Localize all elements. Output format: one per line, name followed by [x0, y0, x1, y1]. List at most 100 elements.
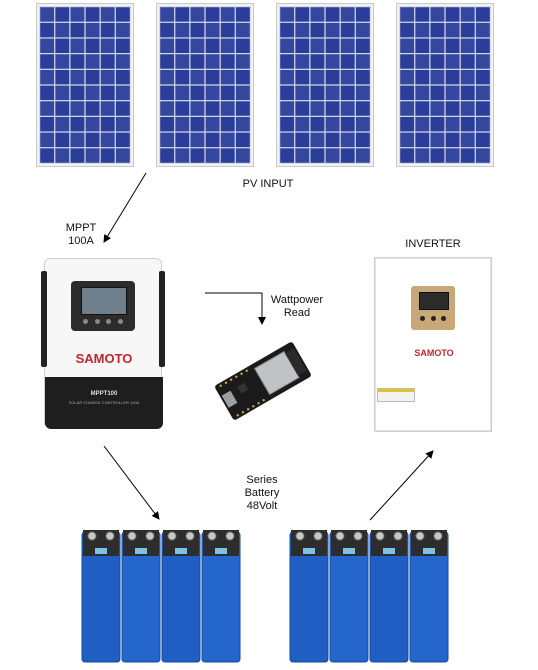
pv-cell	[190, 69, 205, 85]
pv-cell	[220, 85, 235, 101]
pv-cell	[445, 116, 460, 132]
series-battery-label: Series Battery 48Volt	[232, 474, 292, 513]
pv-cell	[295, 22, 310, 38]
pv-cell	[115, 69, 130, 85]
pv-cell	[355, 69, 370, 85]
pv-cell	[280, 69, 295, 85]
pv-cell	[280, 38, 295, 54]
pv-cell	[220, 116, 235, 132]
pv-cell	[40, 85, 55, 101]
pv-cell	[205, 38, 220, 54]
pv-cell	[295, 85, 310, 101]
pv-cell	[40, 38, 55, 54]
pv-cell	[85, 7, 100, 22]
pv-cell	[430, 69, 445, 85]
inverter-warning-sticker	[377, 388, 415, 402]
pv-cell	[100, 101, 115, 116]
pv-cell	[115, 132, 130, 148]
pv-cell	[235, 116, 250, 132]
pv-cell	[325, 54, 340, 69]
mppt-right-bracket	[159, 271, 165, 367]
battery-terminal	[87, 531, 97, 541]
pv-cell	[400, 101, 415, 116]
pv-cell	[475, 132, 490, 148]
pv-cell	[400, 54, 415, 69]
battery-vent	[303, 548, 315, 554]
pv-cell	[40, 101, 55, 116]
pv-cell	[460, 54, 475, 69]
pv-cell	[460, 7, 475, 22]
pv-cell	[175, 7, 190, 22]
pv-cell	[475, 54, 490, 69]
pv-cell	[100, 38, 115, 54]
pv-cell	[310, 101, 325, 116]
pv-cell	[430, 54, 445, 69]
pv-cell	[325, 85, 340, 101]
pv-cell	[415, 38, 430, 54]
battery-terminal	[433, 531, 443, 541]
pv-cell	[100, 85, 115, 101]
battery-terminal	[313, 531, 323, 541]
arrow-mppt-to-battery	[103, 445, 160, 520]
pv-cell	[85, 101, 100, 116]
pv-cell	[295, 69, 310, 85]
mppt-subtitle-label: SOLAR CHARGE CONTROLLER 100A	[68, 400, 140, 405]
pv-cell	[175, 116, 190, 132]
pv-cell	[175, 22, 190, 38]
mppt-base: MPPT100 SOLAR CHARGE CONTROLLER 100A	[45, 377, 163, 429]
pv-cell	[205, 101, 220, 116]
pv-cell	[205, 7, 220, 22]
pv-cell	[415, 22, 430, 38]
pv-cell	[175, 85, 190, 101]
solar-panel-2	[156, 3, 254, 167]
pv-cell	[55, 101, 70, 116]
pv-cell	[280, 101, 295, 116]
wattpower-label: Wattpower Read	[262, 294, 332, 320]
pv-cell	[55, 7, 70, 22]
battery-vent	[423, 548, 435, 554]
pv-cell	[85, 132, 100, 148]
pv-cell	[235, 85, 250, 101]
pv-cell	[40, 148, 55, 163]
pv-cell	[160, 85, 175, 101]
battery-terminal	[393, 531, 403, 541]
pv-cell	[280, 132, 295, 148]
solar-panel-3	[276, 3, 374, 167]
pv-cell	[55, 85, 70, 101]
pv-cell	[475, 85, 490, 101]
pv-cell	[220, 7, 235, 22]
pv-cell	[100, 148, 115, 163]
pv-cell	[175, 132, 190, 148]
pv-cell	[85, 38, 100, 54]
pv-cell	[445, 101, 460, 116]
pv-cell	[190, 38, 205, 54]
pv-cell	[190, 101, 205, 116]
pv-cell	[475, 22, 490, 38]
pv-cell	[280, 116, 295, 132]
pv-cell	[310, 7, 325, 22]
pv-cell	[310, 85, 325, 101]
pv-cell	[445, 132, 460, 148]
pv-cell	[295, 38, 310, 54]
pv-cell	[340, 69, 355, 85]
inverter-brand-logo: SAMOTO	[414, 348, 454, 358]
pv-cell	[280, 7, 295, 22]
pv-cell	[355, 38, 370, 54]
pv-cell	[190, 116, 205, 132]
pv-cell	[70, 132, 85, 148]
pv-cell	[85, 148, 100, 163]
pv-cell	[70, 101, 85, 116]
pv-cell	[340, 85, 355, 101]
pv-cell	[400, 22, 415, 38]
battery-vent	[135, 548, 147, 554]
pv-cell	[340, 148, 355, 163]
mppt-label: MPPT 100A	[56, 222, 106, 248]
pv-cell	[115, 116, 130, 132]
pv-cell	[205, 116, 220, 132]
battery-terminal	[145, 531, 155, 541]
pv-cell	[235, 22, 250, 38]
pv-cell	[235, 54, 250, 69]
pv-cell	[205, 69, 220, 85]
pv-cell	[280, 22, 295, 38]
pv-cell	[325, 69, 340, 85]
